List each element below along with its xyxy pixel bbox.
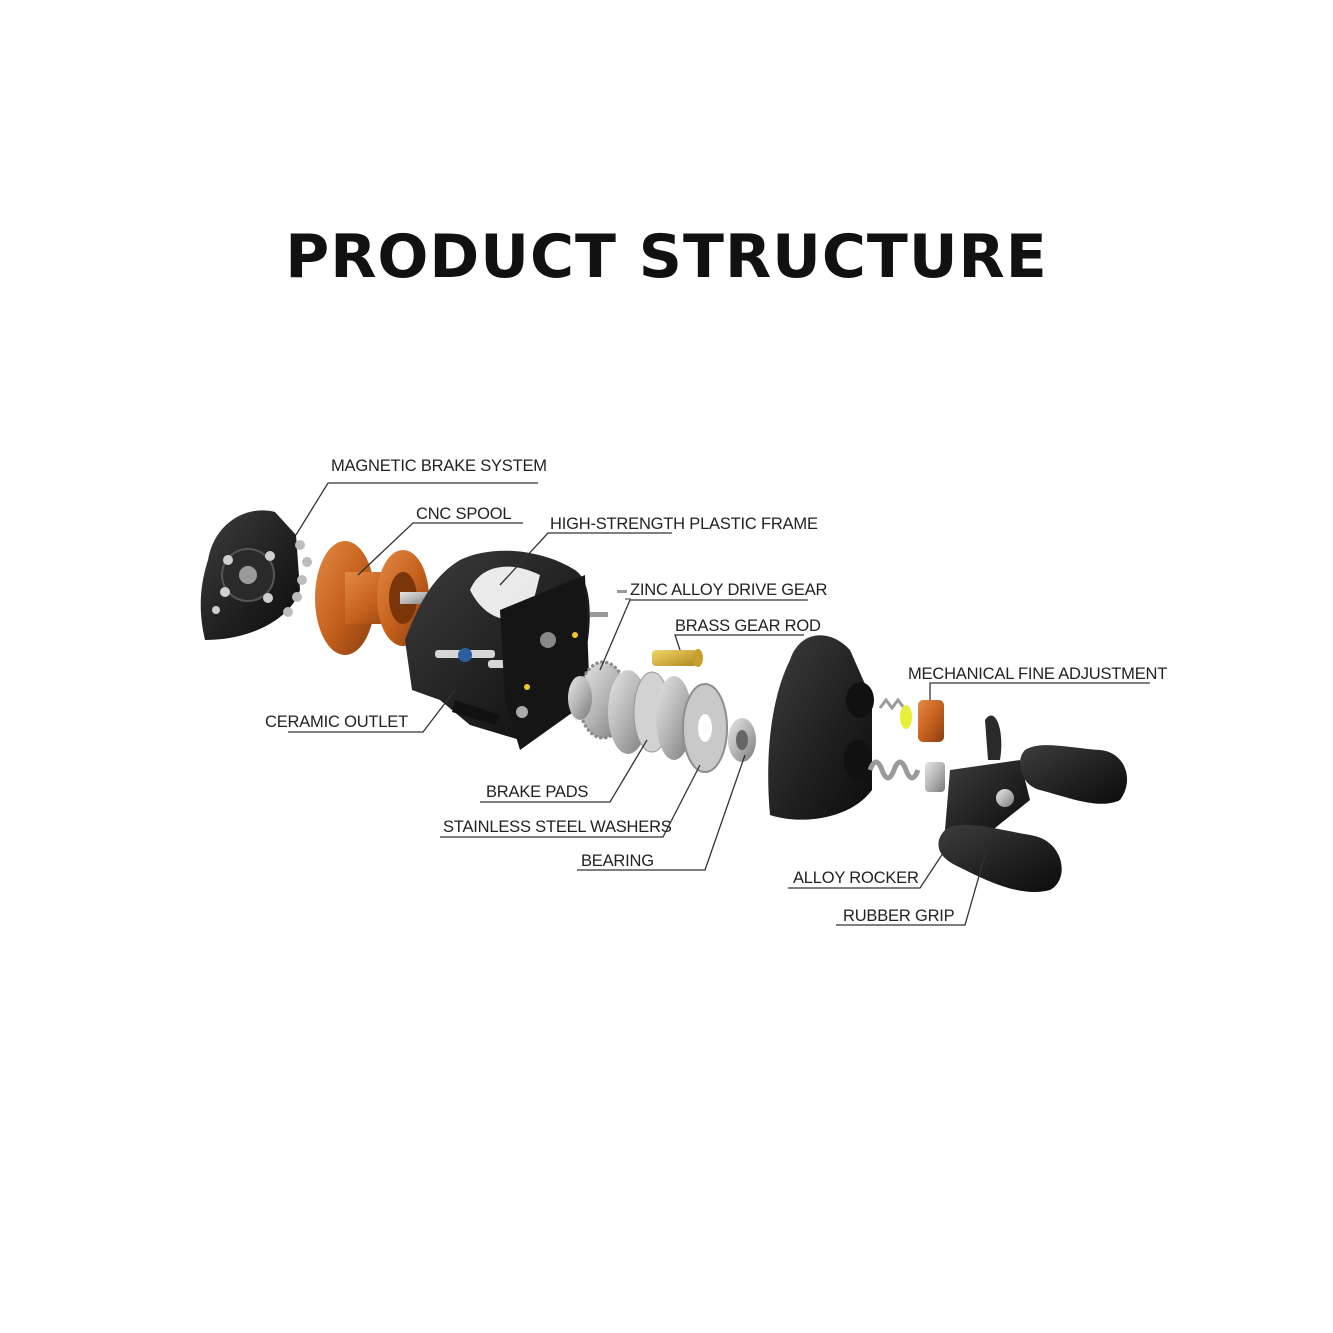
brass-gear-rod-part xyxy=(652,649,703,667)
label-drive-gear: ZINC ALLOY DRIVE GEAR xyxy=(630,581,828,599)
plastic-frame-part xyxy=(405,550,608,750)
side-cover-part xyxy=(768,635,874,820)
label-alloy-rocker: ALLOY ROCKER xyxy=(793,869,919,887)
label-fine-adjustment: MECHANICAL FINE ADJUSTMENT xyxy=(908,665,1168,683)
brake-pads-part xyxy=(608,670,692,760)
alloy-rocker-part xyxy=(945,715,1030,840)
magnetic-brake-part xyxy=(200,510,312,640)
washers-part xyxy=(682,683,728,773)
fine-adjustment-part xyxy=(878,697,944,742)
rubber-grip-part xyxy=(938,745,1128,892)
leader-lines xyxy=(288,482,1150,926)
label-ceramic-outlet: CERAMIC OUTLET xyxy=(265,713,408,731)
label-bearing: BEARING xyxy=(581,852,654,870)
bearing-part xyxy=(728,718,756,762)
page-title: PRODUCT STRUCTURE xyxy=(285,222,1048,292)
label-magnetic-brake-system: MAGNETIC BRAKE SYSTEM xyxy=(331,457,547,475)
label-stainless-steel-washers: STAINLESS STEEL WASHERS xyxy=(443,818,672,836)
label-plastic-frame: HIGH-STRENGTH PLASTIC FRAME xyxy=(550,515,818,533)
label-rubber-grip: RUBBER GRIP xyxy=(843,907,955,925)
spring-part xyxy=(867,759,945,792)
label-brake-pads: BRAKE PADS xyxy=(486,783,589,801)
label-cnc-spool: CNC SPOOL xyxy=(416,505,512,523)
label-brass-gear-rod: BRASS GEAR ROD xyxy=(675,617,821,635)
